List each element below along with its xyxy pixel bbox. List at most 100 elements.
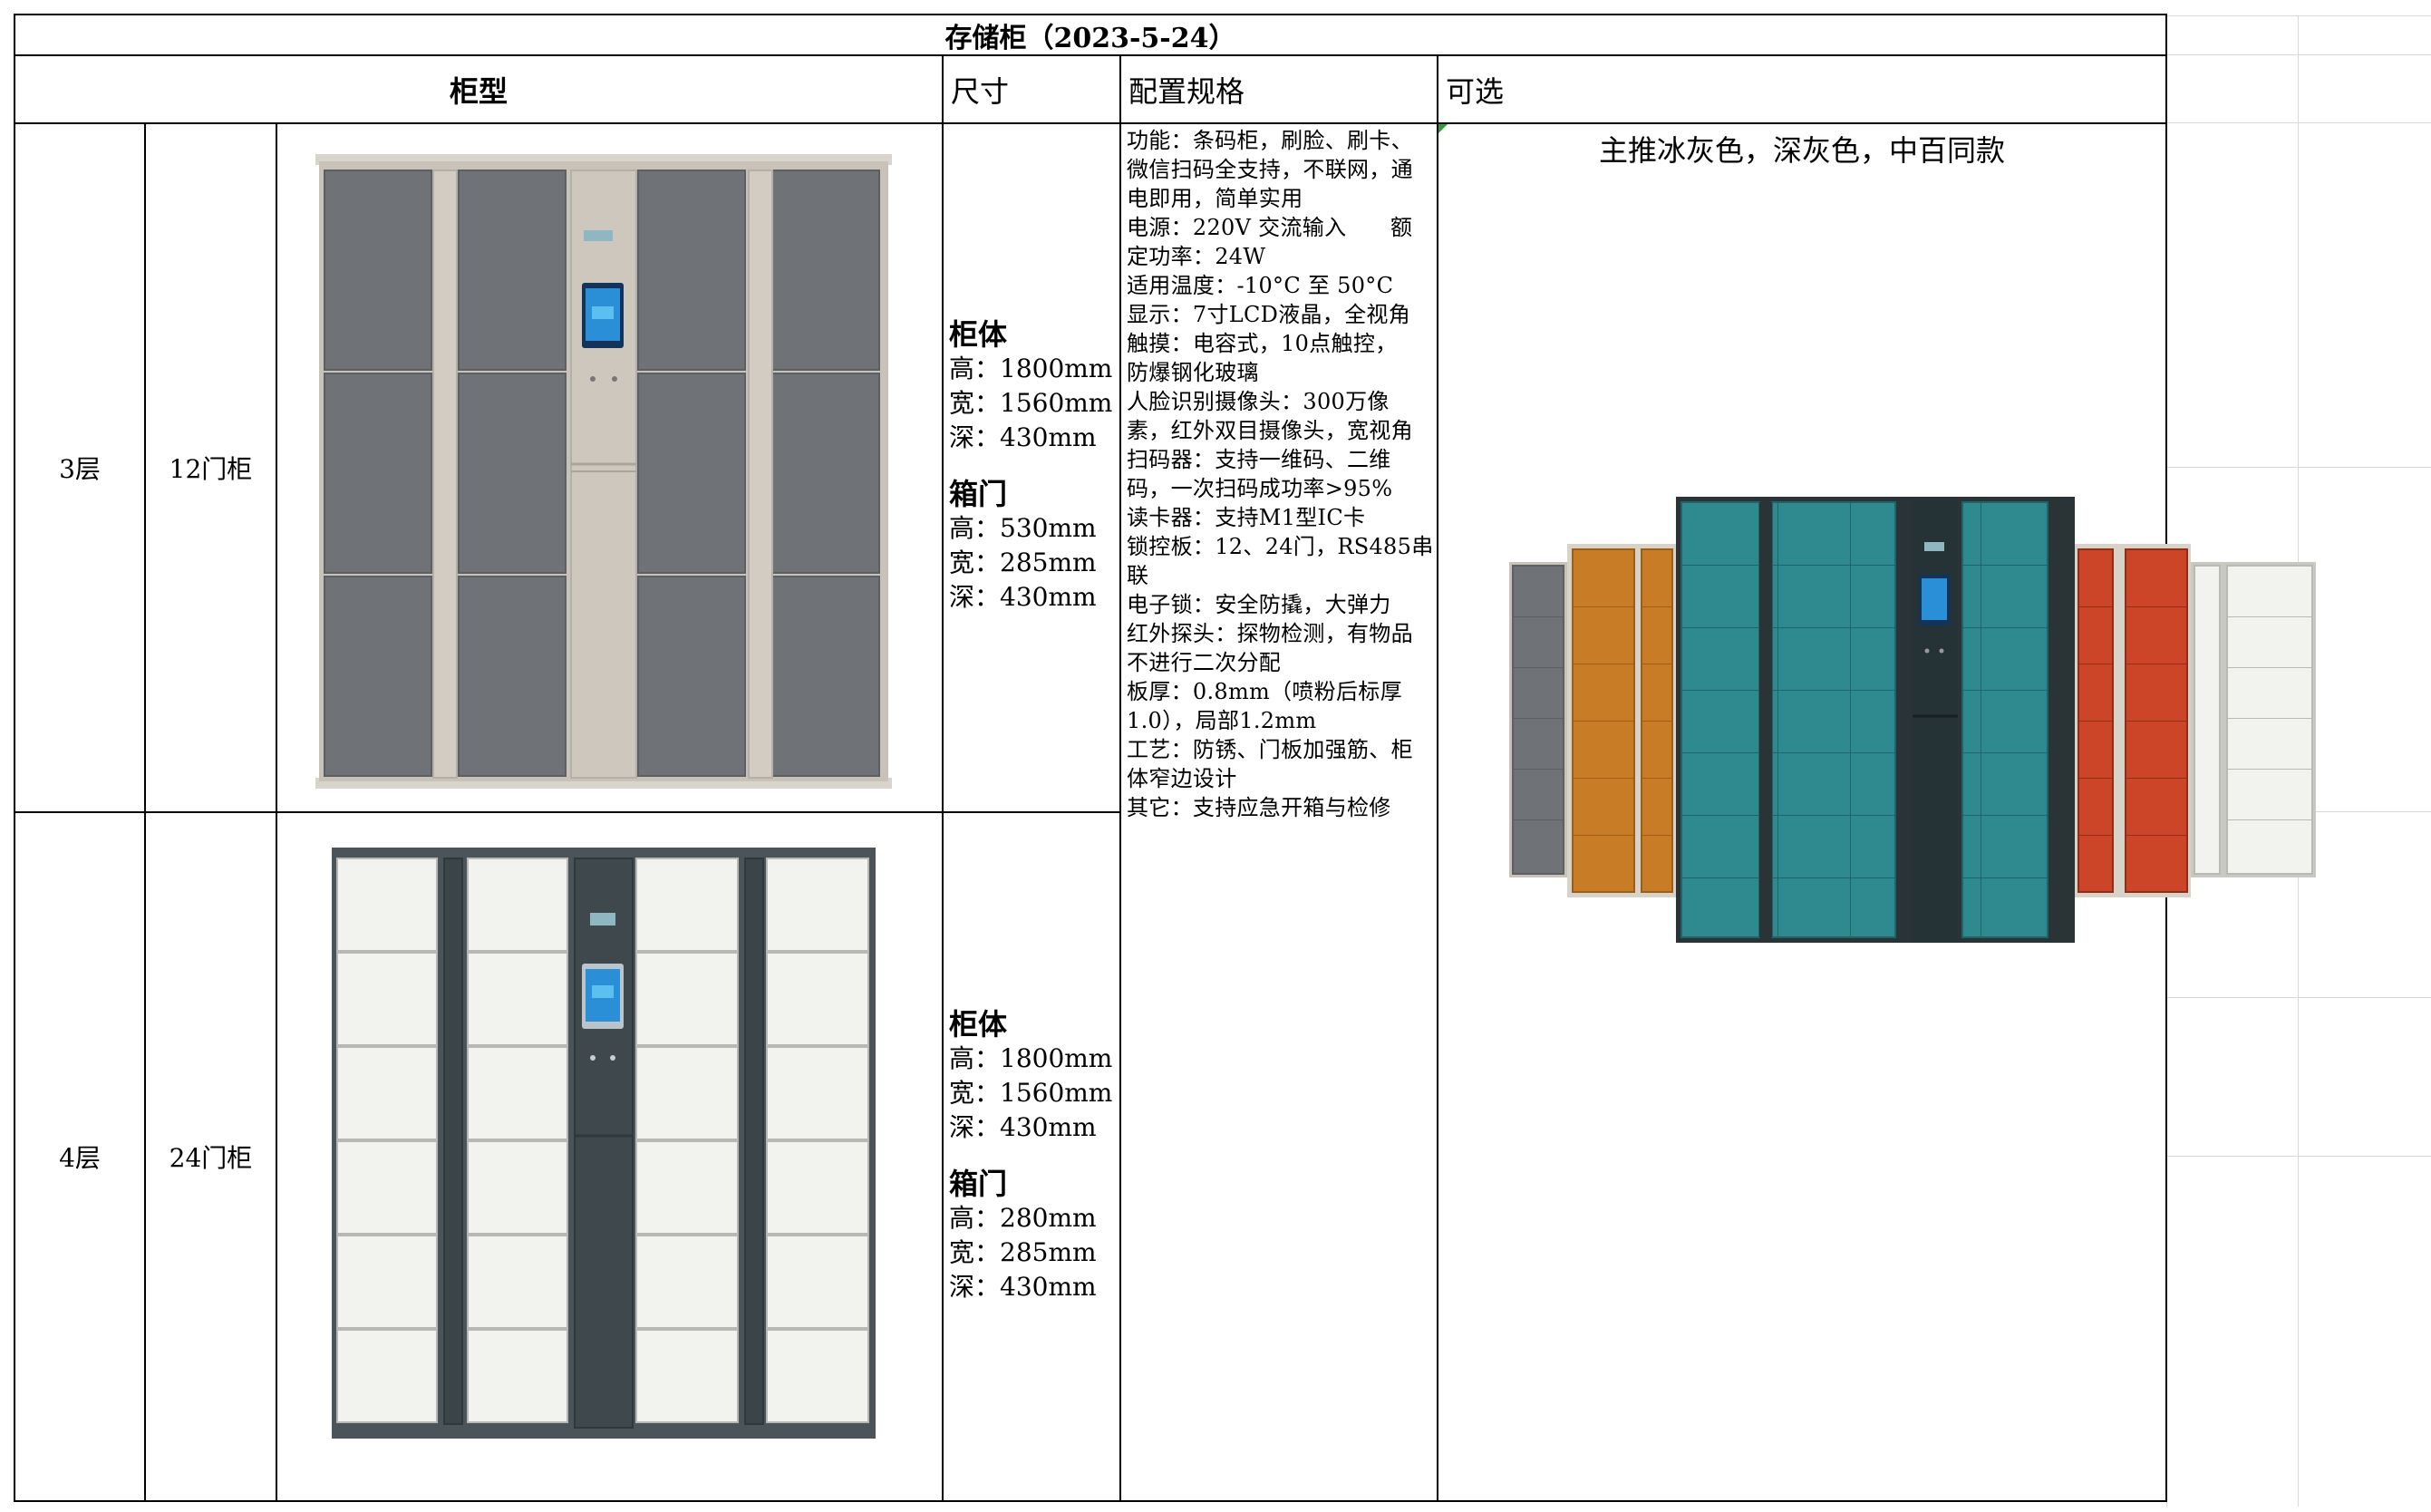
- locker-door: [766, 858, 869, 952]
- locker-pilaster: [443, 858, 463, 1425]
- locker-control-column: [570, 170, 637, 779]
- locker-door: [637, 373, 746, 574]
- locker-door: [635, 1140, 739, 1235]
- locker-door: [336, 952, 438, 1046]
- row1-box-height: 高：530mm: [949, 513, 1097, 543]
- red-cabinet-seam: [2078, 606, 2113, 607]
- locker-door: [324, 170, 432, 371]
- locker-door: [771, 373, 880, 574]
- sensor-icon: [612, 376, 617, 382]
- teal-control-column: [1913, 500, 1958, 943]
- locker-color-options-image: [1509, 497, 2316, 943]
- gray-cabinet-door: [1512, 565, 1564, 875]
- teal-cabinet-seam: [1772, 565, 1895, 566]
- gray-cabinet-seam: [1513, 819, 1564, 820]
- sheet-gridline: [2166, 15, 2431, 16]
- spec-line: 定功率：24W: [1127, 244, 1266, 269]
- row2-doors: 24门柜: [144, 811, 277, 1502]
- red-cabinet-seam: [2078, 778, 2113, 779]
- teal-cabinet-seam: [1681, 877, 1759, 878]
- spec-line: 红外探头：探物检测，有物品: [1127, 621, 1413, 646]
- spec-line: 微信扫码全支持，不联网，通: [1127, 157, 1413, 182]
- teal-cabinet-seam: [1772, 877, 1895, 878]
- sheet-title: 存储柜（2023-5-24）: [14, 14, 2167, 56]
- orange-cabinet-seam: [1573, 835, 1634, 836]
- locker-door: [635, 1046, 739, 1140]
- sensor-icon: [610, 1055, 615, 1061]
- locker-door: [467, 858, 568, 952]
- locker-pilaster: [744, 858, 764, 1425]
- row2-box-depth: 深：430mm: [949, 1272, 1097, 1302]
- teal-cabinet-seam: [1777, 502, 1778, 937]
- row1-body-depth: 深：430mm: [949, 422, 1097, 452]
- sensor-icon: [1924, 648, 1930, 654]
- row1-body-width: 宽：1560mm: [949, 388, 1113, 418]
- row1-doors: 12门柜: [144, 122, 277, 813]
- teal-cabinet-door: [1771, 501, 1896, 938]
- locker-door: [467, 1329, 568, 1423]
- row1-layers: 3层: [14, 122, 146, 813]
- locker-door: [637, 170, 746, 371]
- orange-cabinet-seam: [1642, 778, 1672, 779]
- orange-cabinet-seam: [1642, 606, 1672, 607]
- gray-cabinet-seam: [1513, 667, 1564, 668]
- locker-24-doors: [336, 858, 869, 1425]
- orange-cabinet-seam: [1573, 778, 1634, 779]
- teal-cabinet-door: [1961, 501, 2048, 938]
- teal-cabinet-seam: [1962, 752, 2048, 753]
- locker-door: [637, 576, 746, 777]
- locker-door: [766, 952, 869, 1046]
- teal-cabinet-seam: [1772, 690, 1895, 691]
- spec-line: 工艺：防锈、门板加强筋、柜: [1127, 737, 1413, 762]
- teal-cabinet-seam: [1681, 752, 1759, 753]
- locker-door: [336, 1046, 438, 1140]
- locker-12-doors: [324, 170, 880, 779]
- sensor-icon: [1939, 648, 1944, 654]
- color-option-panels: [1509, 497, 2316, 943]
- screen-content: [592, 985, 614, 998]
- locker-door: [336, 858, 438, 952]
- row2-body-depth: 深：430mm: [949, 1112, 1097, 1142]
- screen-content: [592, 306, 614, 319]
- row1-size-cell: 柜体 高：1800mm 宽：1560mm 深：430mm 箱门 高：530mm …: [942, 122, 1121, 813]
- spec-line: 联: [1127, 563, 1149, 588]
- white-cabinet-seam: [2227, 718, 2312, 719]
- spec-line: 板厚：0.8mm（喷粉后标厚: [1127, 679, 1402, 704]
- spec-line: 防爆钢化玻璃: [1127, 360, 1259, 385]
- red-cabinet-seam: [2126, 835, 2187, 836]
- scanner-icon: [590, 913, 615, 926]
- locker-door: [458, 576, 567, 777]
- row2-body-height: 高：1800mm: [949, 1043, 1113, 1073]
- teal-cabinet-seam: [1850, 502, 1851, 937]
- row1-box-depth: 深：430mm: [949, 582, 1097, 612]
- teal-cabinet-seam: [1681, 627, 1759, 628]
- spec-line: 素，红外双目摄像头，宽视角: [1127, 418, 1413, 443]
- teal-cabinet-seam: [1772, 752, 1895, 753]
- locker-door: [458, 170, 567, 371]
- row1-box-width: 宽：285mm: [949, 548, 1097, 577]
- locker-door: [336, 1140, 438, 1235]
- row1-body-height: 高：1800mm: [949, 354, 1113, 383]
- spec-line: 码，一次扫码成功率>95%: [1127, 476, 1393, 501]
- teal-cabinet-pilaster: [1759, 502, 1772, 937]
- locker-door: [458, 373, 567, 574]
- spec-line: 扫码器：支持一维码、二维: [1127, 447, 1391, 472]
- locker-control-column: [574, 858, 634, 1429]
- spec-line: 电子锁：安全防撬，大弹力: [1127, 592, 1391, 617]
- spec-line: 1.0），局部1.2mm: [1127, 708, 1317, 733]
- locker-door: [766, 1046, 869, 1140]
- locker-door: [467, 1235, 568, 1329]
- locker-door: [771, 170, 880, 371]
- locker-door: [766, 1140, 869, 1235]
- sheet-gridline: [2166, 467, 2431, 468]
- teal-cabinet-seam: [1962, 877, 2048, 878]
- white-cabinet-door: [2226, 565, 2313, 875]
- sensor-icon: [590, 376, 596, 382]
- row2-size-cell: 柜体 高：1800mm 宽：1560mm 深：430mm 箱门 高：280mm …: [942, 811, 1121, 1502]
- sheet-gridline: [2166, 1156, 2431, 1157]
- row2-layers: 4层: [14, 811, 146, 1502]
- sensor-icon: [590, 1055, 596, 1061]
- spec-line: 显示：7寸LCD液晶，全视角: [1127, 302, 1411, 327]
- red-cabinet-seam: [2078, 835, 2113, 836]
- teal-cabinet-seam: [1681, 565, 1759, 566]
